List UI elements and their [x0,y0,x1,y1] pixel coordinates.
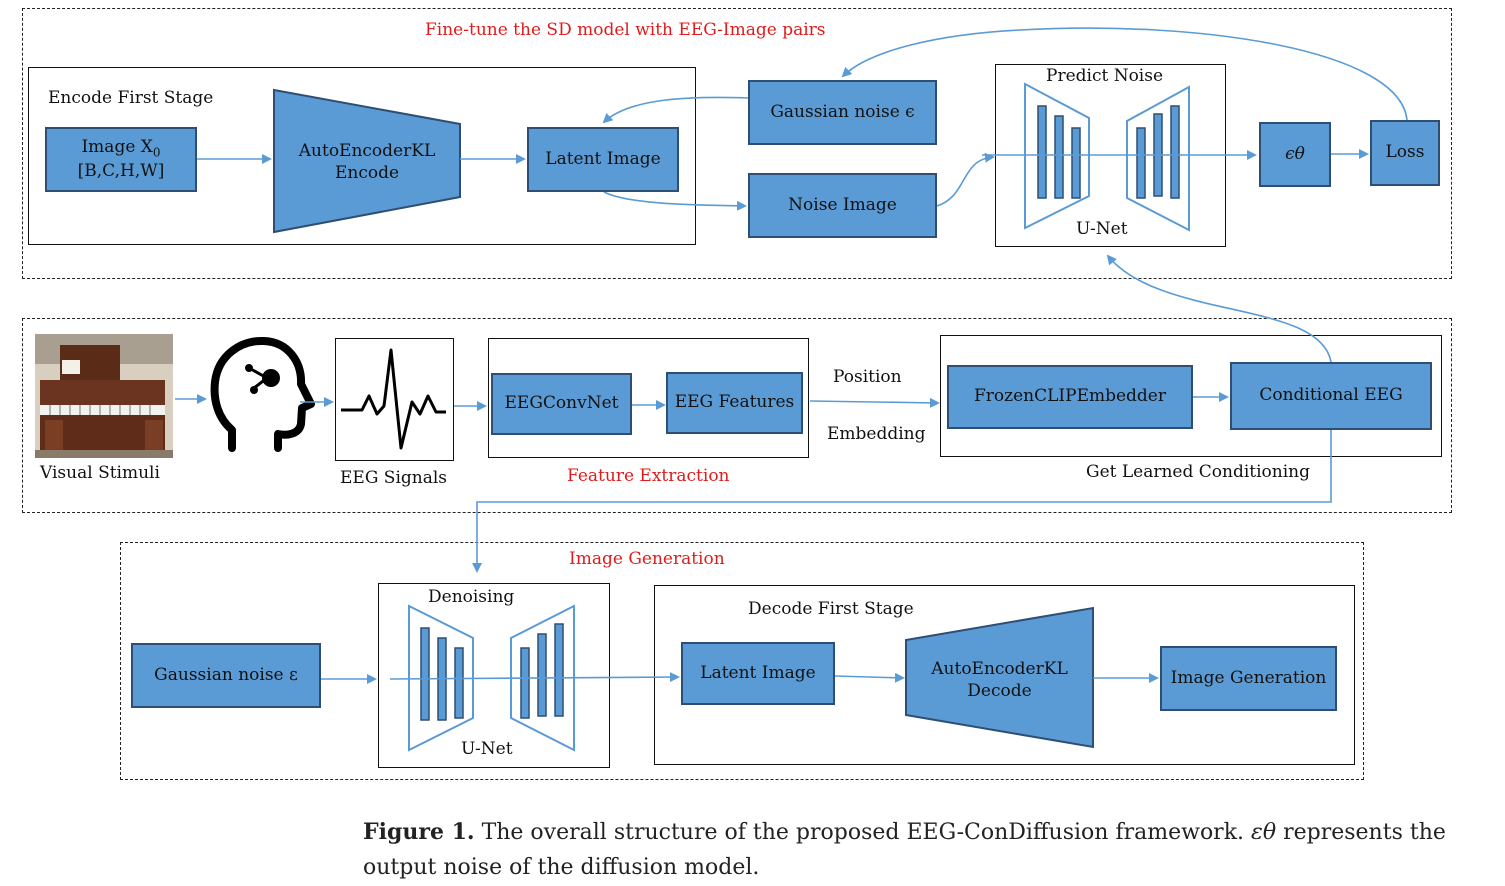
epsilon-theta-box: ϵθ [1259,122,1331,187]
image-x0-subscript: 0 [152,145,161,160]
loss-box: Loss [1370,120,1440,186]
head-brain-icon [210,336,315,452]
generation-section [120,542,1364,780]
feature-extraction-title: Feature Extraction [567,466,730,486]
latent-image-box-bottom: Latent Image [681,642,835,705]
denoising-label: Denoising [428,587,515,607]
eeg-signals-frame [335,338,454,461]
image-generation-box: Image Generation [1160,646,1337,711]
autoencoder-encode-label: AutoEncoderKL Encode [298,141,436,184]
figure-caption: Figure 1. The overall structure of the p… [363,815,1493,885]
encode-first-stage-label: Encode First Stage [48,88,214,108]
eeg-waveform [341,348,446,450]
gaussian-noise-box-top: Gaussian noise ϵ [748,80,937,145]
piano-photo [35,334,173,458]
caption-symbol: εθ [1251,820,1277,845]
noise-image-box: Noise Image [748,173,937,238]
gaussian-noise-box-bottom: Gaussian noise ε [131,643,321,708]
eeg-features-box: EEG Features [666,372,803,434]
autoencoder-encode-shape [273,88,461,234]
eeg-signals-label: EEG Signals [340,468,448,488]
feature-extraction-frame [488,338,809,458]
unet-top-icon [1024,82,1190,232]
decode-first-stage-label: Decode First Stage [748,599,914,619]
image-generation-title: Image Generation [569,549,725,569]
caption-label: Figure 1. [363,819,475,845]
position-label: Position [833,367,902,387]
frozen-clip-box: FrozenCLIPEmbedder [947,365,1193,429]
visual-stimuli-label: Visual Stimuli [40,463,160,483]
embedding-label: Embedding [827,424,926,444]
latent-image-box-top: Latent Image [527,127,679,192]
learned-conditioning-frame [940,335,1442,457]
unet-bottom-label: U-Net [461,739,513,759]
caption-text-after: represents the output noise of the diffu… [363,820,1446,881]
decode-first-stage-frame [654,585,1355,765]
denoising-frame [378,583,610,768]
autoencoder-decode-shape [905,606,1094,749]
autoencoder-decode-label: AutoEncoderKL Decode [931,659,1068,702]
finetune-section [22,8,1452,279]
encode-first-stage-frame [28,67,696,245]
image-x0-box: Image X0 [B,C,H,W] [45,127,197,192]
get-conditioning-title: Get Learned Conditioning [1086,462,1311,482]
finetune-section-title: Fine-tune the SD model with EEG-Image pa… [425,20,826,40]
unet-top-label: U-Net [1076,219,1128,239]
image-x0-shape: [B,C,H,W] [77,160,165,181]
conditioning-section [22,318,1452,513]
eegconvnet-box: EEGConvNet [491,373,632,435]
caption-text-before: The overall structure of the proposed EE… [481,820,1245,845]
conditional-eeg-box: Conditional EEG [1230,362,1432,430]
image-x0-label: Image X [81,137,153,158]
predict-noise-label: Predict Noise [1046,66,1164,86]
